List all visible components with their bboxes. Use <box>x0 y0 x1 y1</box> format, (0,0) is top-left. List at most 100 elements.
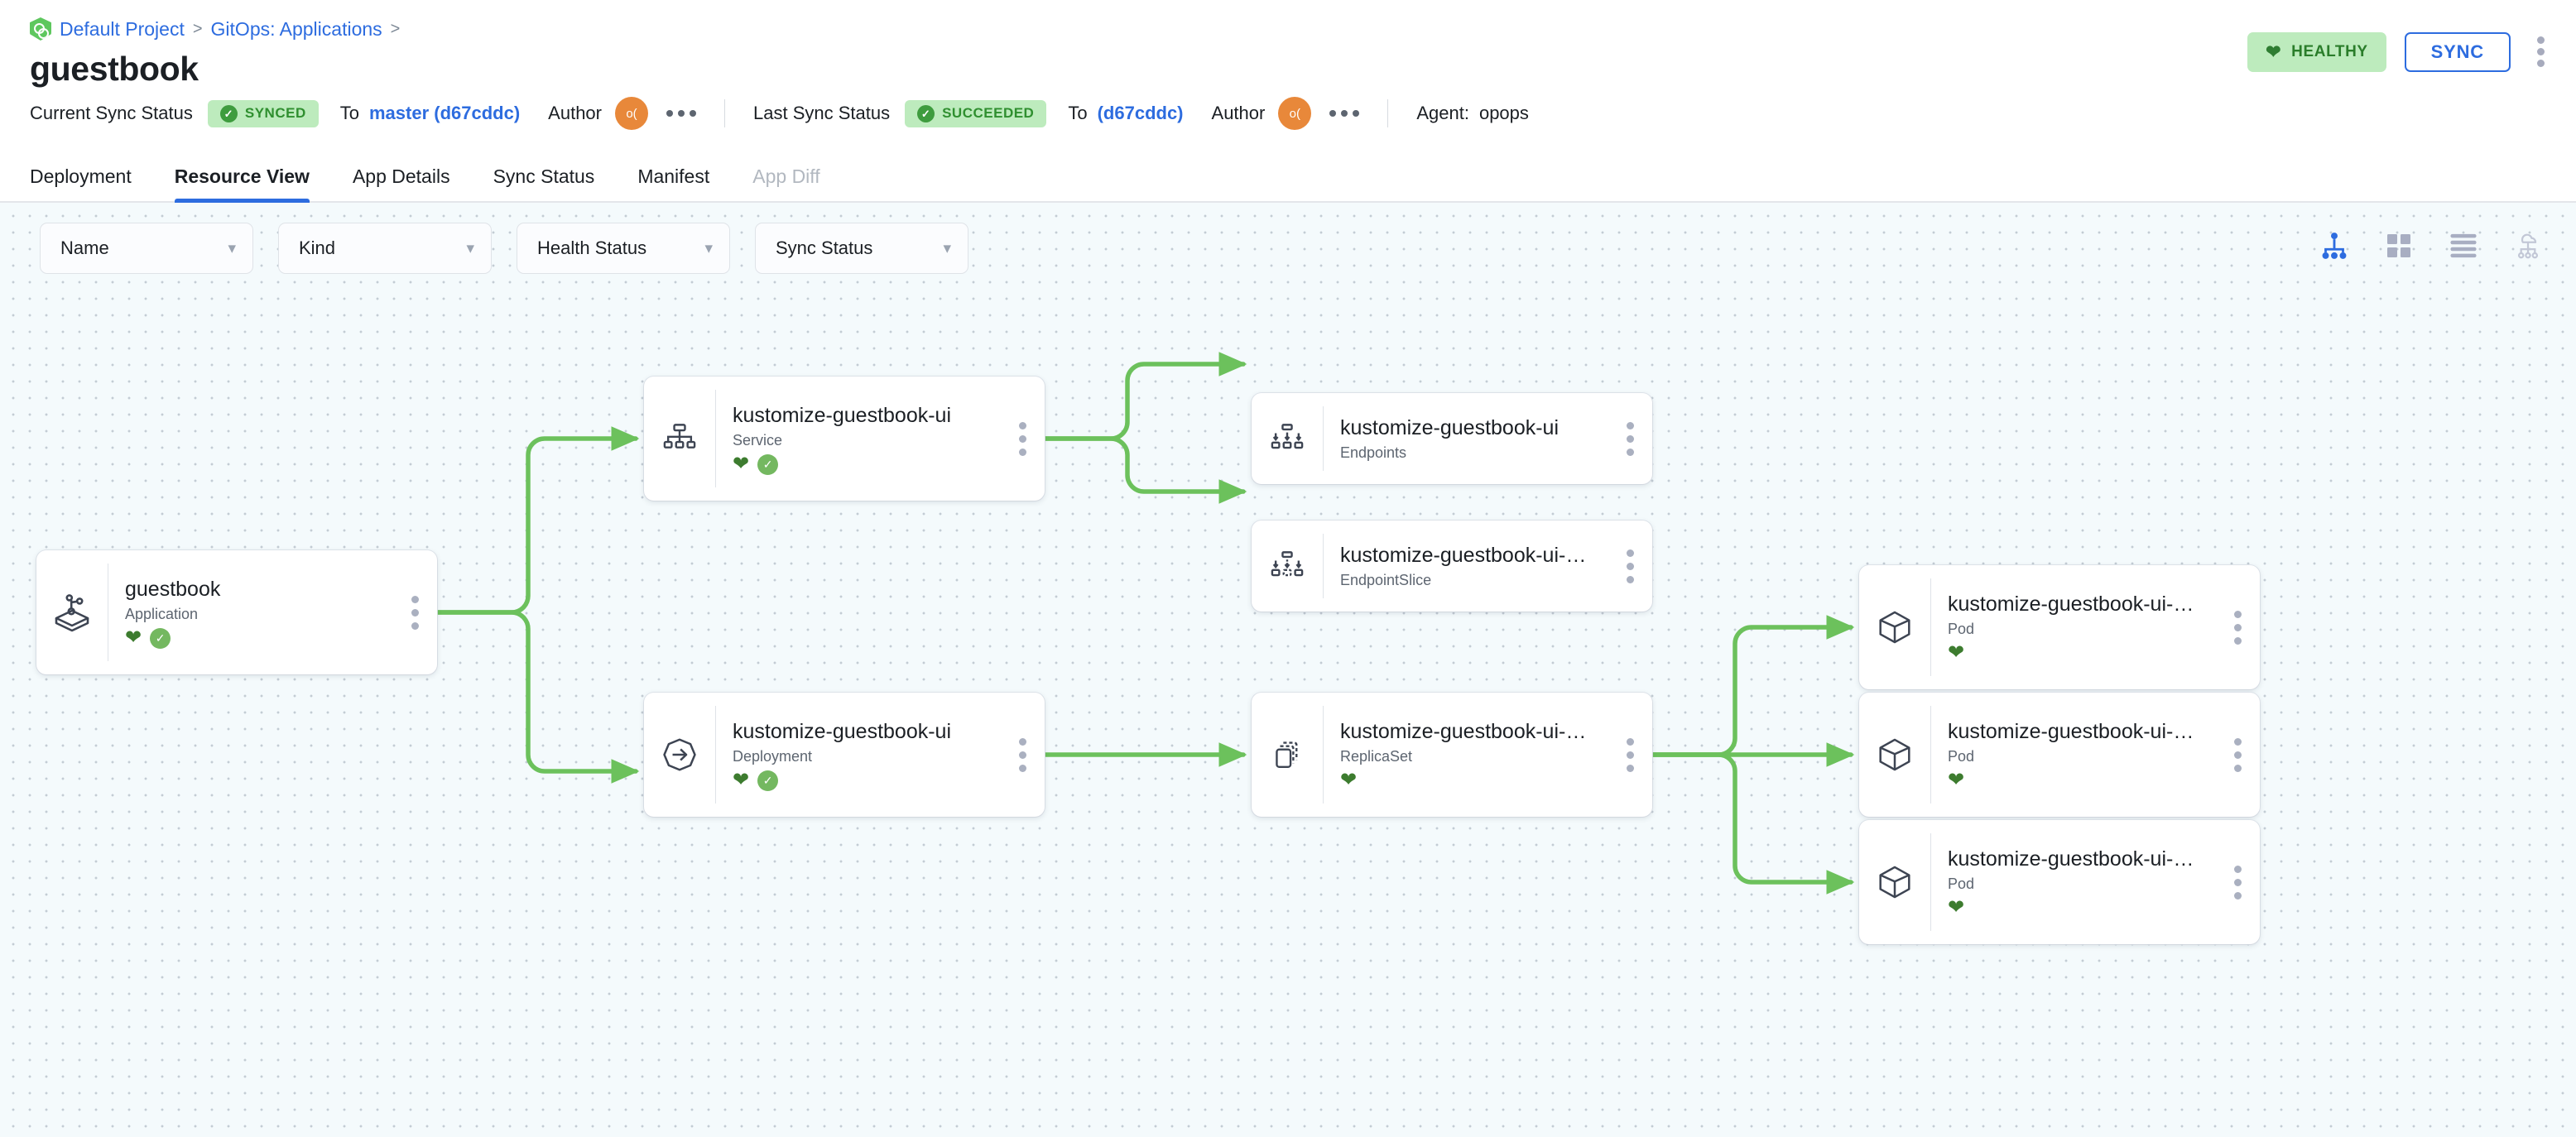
graph-node-application[interactable]: guestbook Application ❤ ✓ <box>36 550 437 674</box>
tab-manifest[interactable]: Manifest <box>637 166 710 187</box>
divider <box>724 99 725 127</box>
tab-sync-status[interactable]: Sync Status <box>493 166 595 187</box>
node-name: kustomize-guestbook-ui <box>733 719 952 743</box>
divider <box>715 706 716 804</box>
network-view-icon[interactable] <box>2511 229 2545 262</box>
health-heart-icon: ❤ <box>1948 641 1965 664</box>
synced-check-icon: ✓ <box>150 627 171 649</box>
node-name: kustomize-guestbook-ui-… <box>1340 543 1587 567</box>
divider <box>1930 833 1931 931</box>
current-revision-link[interactable]: master (d67cddc) <box>368 103 521 123</box>
node-menu-icon[interactable] <box>1011 421 1045 456</box>
graph-node-pod-2[interactable]: kustomize-guestbook-ui-… Pod ❤ <box>1859 693 2260 817</box>
node-kind: Service <box>733 431 783 449</box>
health-status-badge: ❤ HEALTHY <box>2247 31 2386 72</box>
graph-node-endpoints[interactable]: kustomize-guestbook-ui Endpoints <box>1252 393 1652 484</box>
edge-service-endpointslice <box>1042 436 1247 504</box>
graph-node-endpointslice[interactable]: kustomize-guestbook-ui-… EndpointSlice <box>1252 521 1652 612</box>
node-kind: Endpoints <box>1340 444 1407 461</box>
current-sync-more-icon[interactable] <box>666 110 696 117</box>
avatar[interactable]: o( <box>1278 97 1312 130</box>
breadcrumb-item-default-project[interactable]: Default Project <box>60 17 185 40</box>
node-badges: ❤ ✓ <box>125 627 395 649</box>
edge-app-deployment <box>435 610 640 784</box>
filter-health-status-select[interactable]: Health Status ▾ <box>517 223 730 274</box>
agent-info: Agent:opops <box>1416 103 1529 124</box>
node-name: kustomize-guestbook-ui-… <box>1948 847 2194 871</box>
chevron-down-icon: ▾ <box>943 239 951 257</box>
node-menu-icon[interactable] <box>1618 421 1652 456</box>
divider <box>1323 406 1324 471</box>
node-name: kustomize-guestbook-ui-… <box>1948 719 2194 743</box>
chevron-down-icon: ▾ <box>228 239 236 257</box>
node-badges: ❤ <box>1948 643 2218 663</box>
node-name: guestbook <box>125 577 221 601</box>
node-menu-icon[interactable] <box>2226 610 2260 645</box>
breadcrumb: Default Project > GitOps: Applications > <box>30 15 2546 43</box>
node-badges: ❤ <box>1948 770 2218 790</box>
health-heart-icon: ❤ <box>1340 769 1358 792</box>
resource-graph-canvas[interactable]: Name ▾ Kind ▾ Health Status ▾ Sync Statu… <box>0 203 2576 1137</box>
node-menu-icon[interactable] <box>2226 865 2260 900</box>
chevron-down-icon: ▾ <box>704 239 713 257</box>
divider <box>1930 706 1931 804</box>
node-menu-icon[interactable] <box>2226 737 2260 772</box>
list-view-icon[interactable] <box>2447 229 2480 262</box>
tab-app-diff: App Diff <box>752 166 820 187</box>
node-kind: ReplicaSet <box>1340 747 1413 765</box>
filter-sync-status-select[interactable]: Sync Status ▾ <box>755 223 968 274</box>
breadcrumb-separator: > <box>390 19 401 38</box>
graph-node-pod-3[interactable]: kustomize-guestbook-ui-… Pod ❤ <box>1859 820 2260 944</box>
avatar[interactable]: o( <box>615 97 648 130</box>
page-title: guestbook <box>30 50 199 88</box>
graph-node-deployment[interactable]: kustomize-guestbook-ui Deployment ❤ ✓ <box>644 693 1045 817</box>
tab-resource-view[interactable]: Resource View <box>153 166 331 203</box>
graph-node-service[interactable]: kustomize-guestbook-ui Service ❤ ✓ <box>644 377 1045 501</box>
service-icon <box>644 419 715 458</box>
endpoints-icon <box>1252 419 1323 458</box>
edge-app-service <box>435 426 640 615</box>
last-sync-more-icon[interactable] <box>1329 110 1360 117</box>
divider <box>1930 578 1931 676</box>
node-badges: ❤ <box>1948 898 2218 918</box>
node-menu-icon[interactable] <box>403 595 437 630</box>
node-kind: Pod <box>1948 875 1975 892</box>
node-menu-icon[interactable] <box>1618 549 1652 583</box>
divider <box>1323 534 1324 598</box>
tab-deployment[interactable]: Deployment <box>30 166 132 187</box>
current-author-label: Author <box>548 103 602 123</box>
node-body: kustomize-guestbook-ui-… EndpointSlice <box>1324 543 1618 590</box>
divider <box>1323 706 1324 804</box>
node-kind: Pod <box>1948 620 1975 637</box>
heart-icon: ❤ <box>2266 41 2282 62</box>
node-body: kustomize-guestbook-ui-… Pod ❤ <box>1931 719 2226 791</box>
synced-check-icon: ✓ <box>757 453 779 475</box>
filter-kind-select[interactable]: Kind ▾ <box>278 223 492 274</box>
deployment-icon <box>644 734 715 775</box>
filter-name-select[interactable]: Name ▾ <box>40 223 253 274</box>
last-revision-link[interactable]: (d67cddc) <box>1097 103 1184 123</box>
node-badges: ❤ ✓ <box>733 453 1002 475</box>
current-sync-status-label: Current Sync Status <box>30 103 193 123</box>
node-menu-icon[interactable] <box>1011 737 1045 772</box>
node-menu-icon[interactable] <box>1618 737 1652 772</box>
last-author-label: Author <box>1211 103 1266 123</box>
tree-view-icon[interactable] <box>2318 229 2351 262</box>
tab-app-details[interactable]: App Details <box>352 166 450 187</box>
last-sync-status-chip: ✓ SUCCEEDED <box>905 99 1047 127</box>
endpointslice-icon <box>1252 546 1323 586</box>
node-body: kustomize-guestbook-ui-… ReplicaSet ❤ <box>1324 719 1618 791</box>
node-kind: Deployment <box>733 747 813 765</box>
breadcrumb-item-gitops-applications[interactable]: GitOps: Applications <box>210 17 382 40</box>
node-body: kustomize-guestbook-ui-… Pod ❤ <box>1931 592 2226 664</box>
filter-sync-status-label: Sync Status <box>776 237 873 258</box>
synced-check-icon: ✓ <box>757 770 779 791</box>
grid-view-icon[interactable] <box>2382 229 2415 262</box>
last-to-label: To <box>1068 103 1088 123</box>
agent-label: Agent: <box>1416 103 1469 123</box>
graph-node-pod-1[interactable]: kustomize-guestbook-ui-… Pod ❤ <box>1859 565 2260 689</box>
graph-node-replicaset[interactable]: kustomize-guestbook-ui-… ReplicaSet ❤ <box>1252 693 1652 817</box>
sync-button[interactable]: SYNC <box>2404 31 2511 72</box>
kebab-menu-icon[interactable] <box>2529 30 2553 74</box>
filter-name-label: Name <box>60 237 109 258</box>
